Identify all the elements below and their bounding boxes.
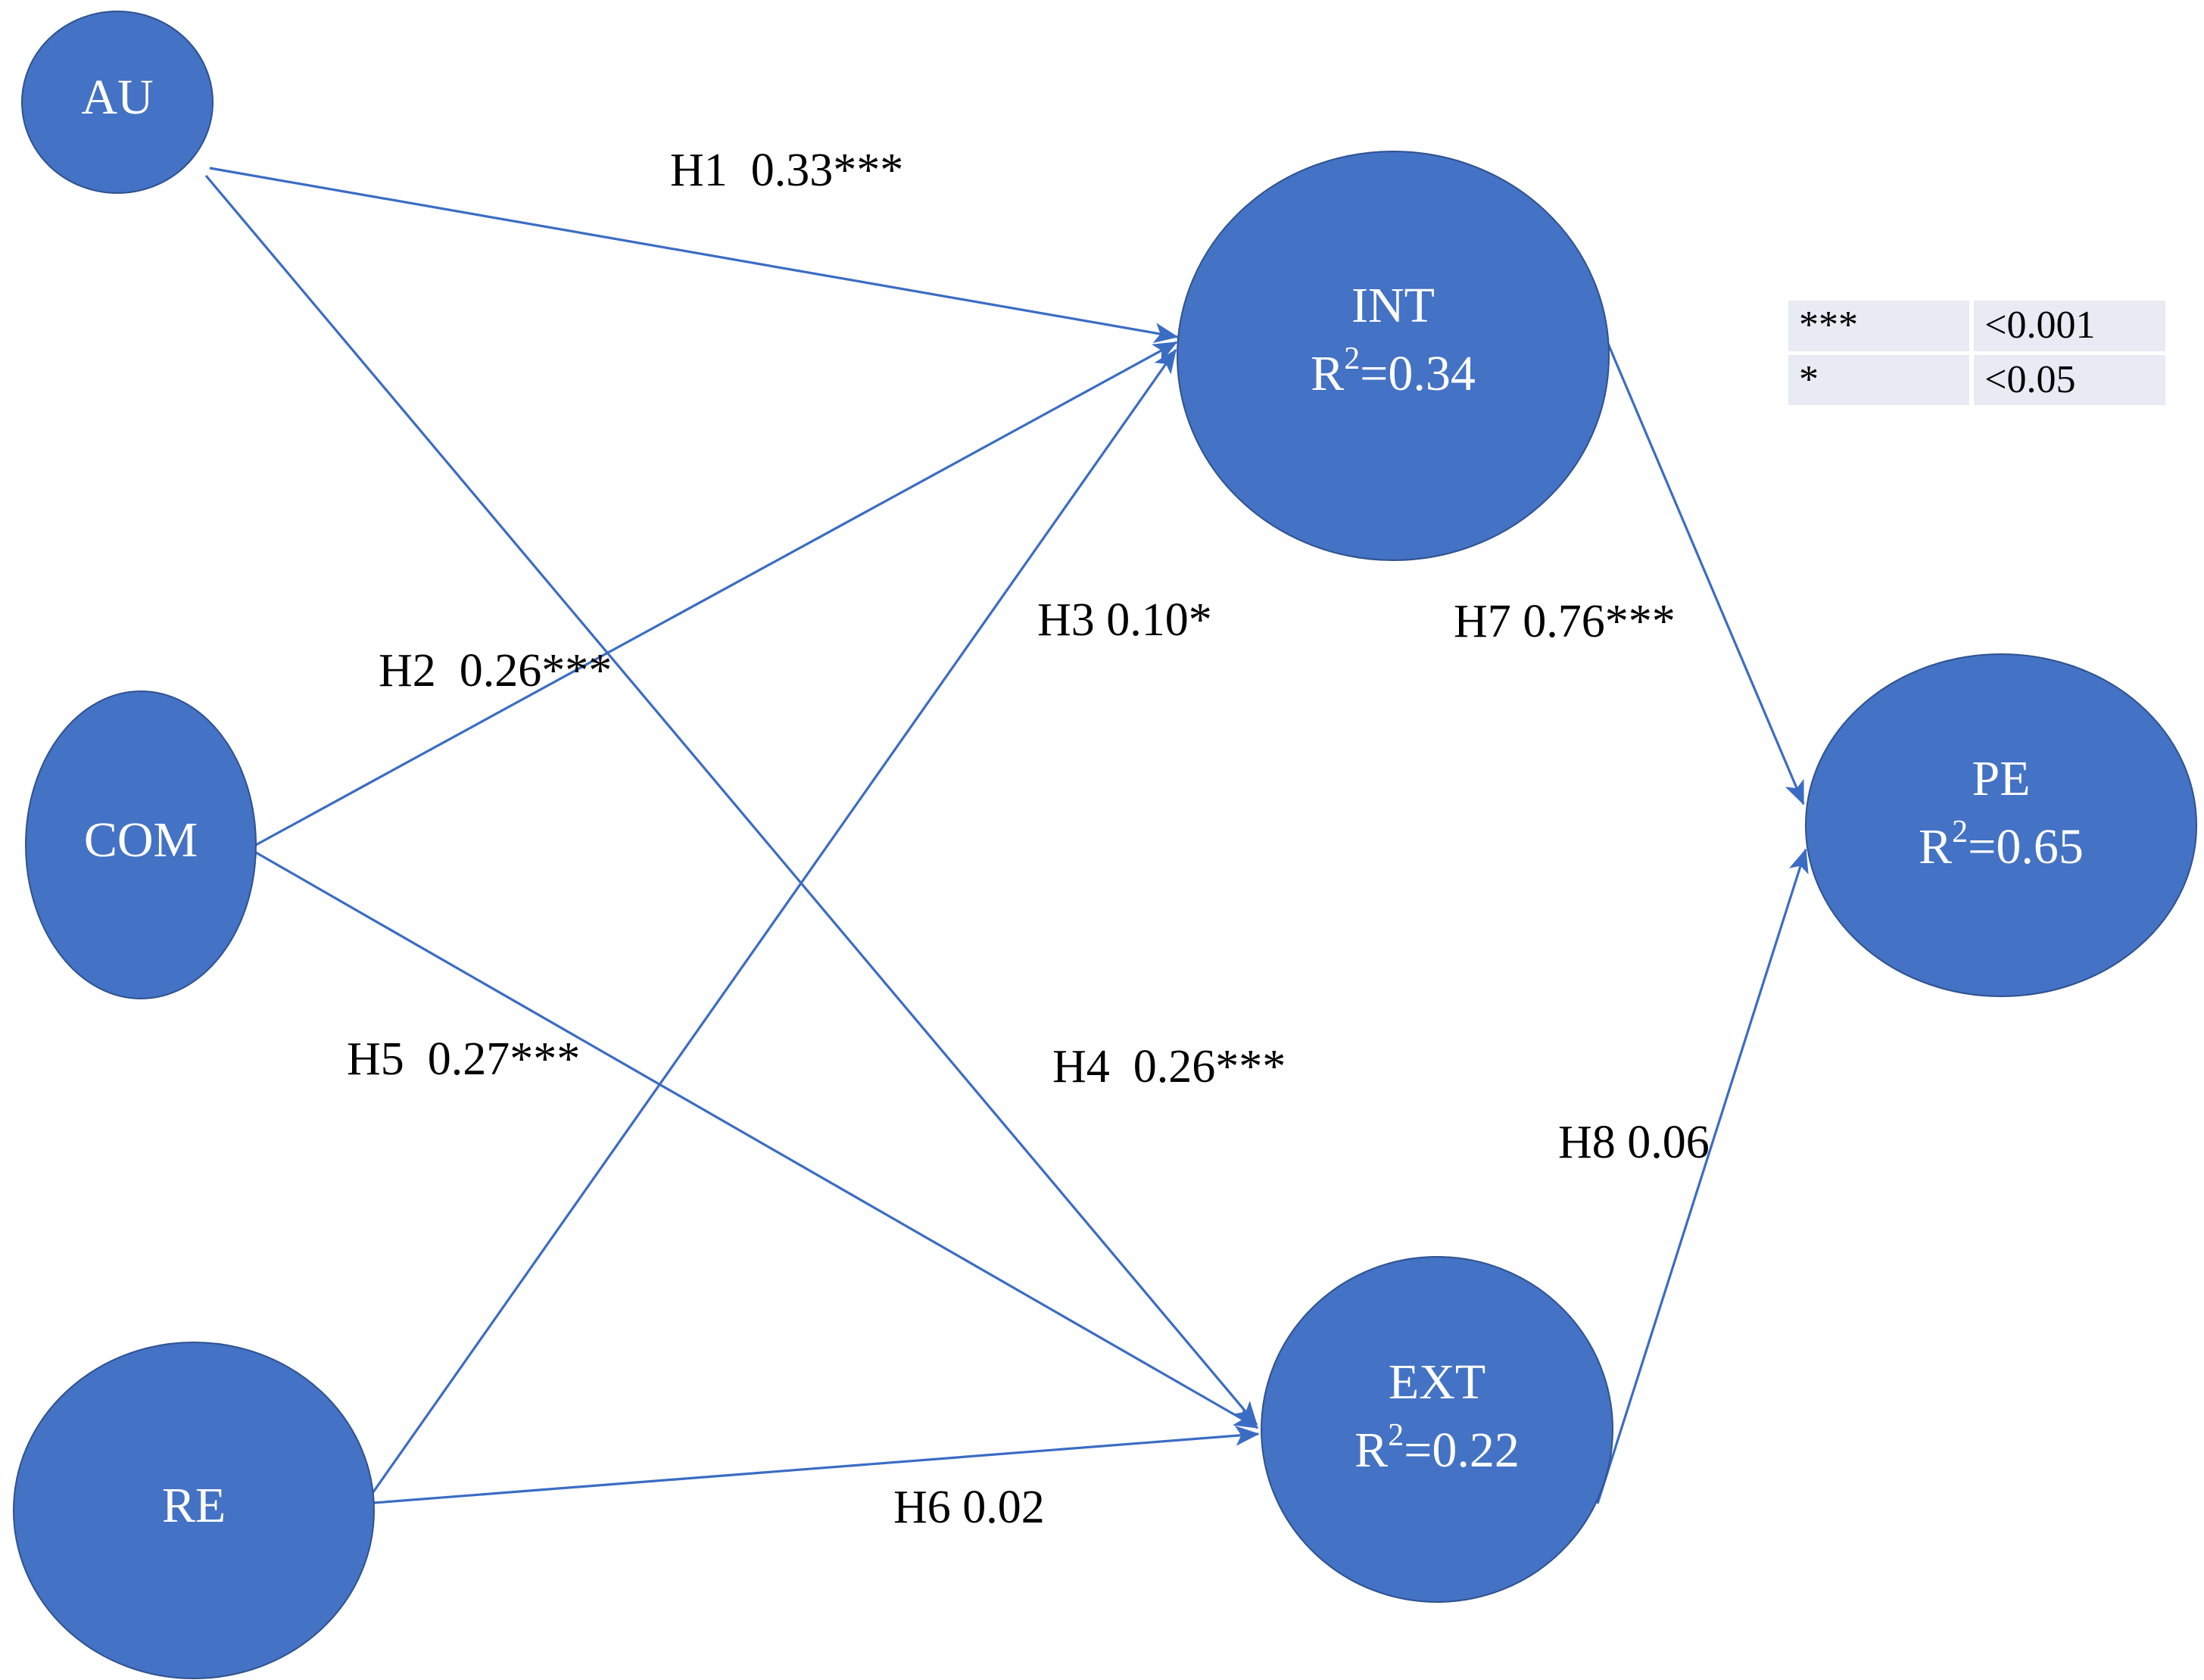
node-re-label: RE	[162, 1478, 226, 1533]
node-pe-r2-value: =0.65	[1968, 819, 2084, 874]
node-int-r2-value: =0.34	[1360, 346, 1476, 401]
legend-value-p-0001: <0.001	[1974, 301, 2165, 351]
node-ext[interactable]: EXT R2=0.22	[1261, 1256, 1613, 1603]
legend-row: * <0.05	[1788, 354, 2165, 406]
edge-label-h4: H4 0.26***	[1052, 1041, 1286, 1092]
node-int[interactable]: INT R2=0.34	[1177, 151, 1610, 561]
path-line-h2	[255, 341, 1178, 846]
node-au[interactable]: AU	[21, 11, 214, 194]
node-ext-r2-base: R	[1355, 1423, 1388, 1478]
node-au-label: AU	[81, 70, 153, 125]
node-pe-r2: R2=0.65	[1919, 815, 2084, 875]
node-int-shape[interactable]	[1177, 151, 1610, 561]
node-ext-r2: R2=0.22	[1355, 1418, 1520, 1479]
significance-legend: *** <0.001 * <0.05	[1784, 297, 2170, 409]
legend-symbol-single-star: *	[1788, 354, 1970, 406]
path-line-h3	[369, 348, 1177, 1496]
path-line-h4	[204, 174, 1258, 1426]
path-line-h6	[373, 1425, 1260, 1504]
edge-label-h8: H8 0.06	[1558, 1117, 1710, 1168]
node-ext-shape[interactable]	[1261, 1256, 1613, 1603]
path-line-h8	[1596, 848, 1809, 1504]
node-ext-r2-exponent: 2	[1388, 1418, 1404, 1453]
node-com-shape[interactable]	[25, 690, 257, 999]
node-int-r2: R2=0.34	[1311, 341, 1476, 402]
path-line-h7	[1602, 332, 1805, 806]
node-re[interactable]: RE	[13, 1342, 375, 1679]
node-pe[interactable]: PE R2=0.65	[1805, 653, 2197, 997]
edge-label-h2: H2 0.26***	[379, 645, 613, 697]
node-pe-r2-base: R	[1919, 819, 1952, 874]
edge-label-h1: H1 0.33***	[670, 145, 904, 196]
legend-symbol-triple-star: ***	[1788, 301, 1970, 351]
legend-value-p-005: <0.05	[1974, 354, 2165, 406]
node-int-r2-exponent: 2	[1344, 341, 1360, 376]
edge-label-h7: H7 0.76***	[1454, 596, 1676, 647]
path-line-h5	[255, 851, 1259, 1429]
node-re-shape[interactable]	[13, 1342, 375, 1679]
node-int-r2-base: R	[1311, 346, 1344, 401]
edge-label-h6: H6 0.02	[893, 1482, 1045, 1533]
edge-label-h5: H5 0.27***	[347, 1033, 581, 1085]
node-pe-r2-exponent: 2	[1952, 815, 1968, 849]
node-au-shape[interactable]	[21, 11, 214, 194]
edge-label-h3: H3 0.10*	[1037, 594, 1212, 646]
node-int-label: INT	[1351, 278, 1435, 333]
node-pe-shape[interactable]	[1805, 653, 2197, 997]
legend-row: *** <0.001	[1788, 301, 2165, 351]
node-com-label: COM	[84, 812, 198, 868]
node-ext-label: EXT	[1389, 1354, 1485, 1410]
path-line-h1	[209, 167, 1179, 344]
node-com[interactable]: COM	[25, 690, 257, 999]
node-ext-r2-value: =0.22	[1404, 1423, 1520, 1478]
node-pe-label: PE	[1972, 751, 2030, 806]
